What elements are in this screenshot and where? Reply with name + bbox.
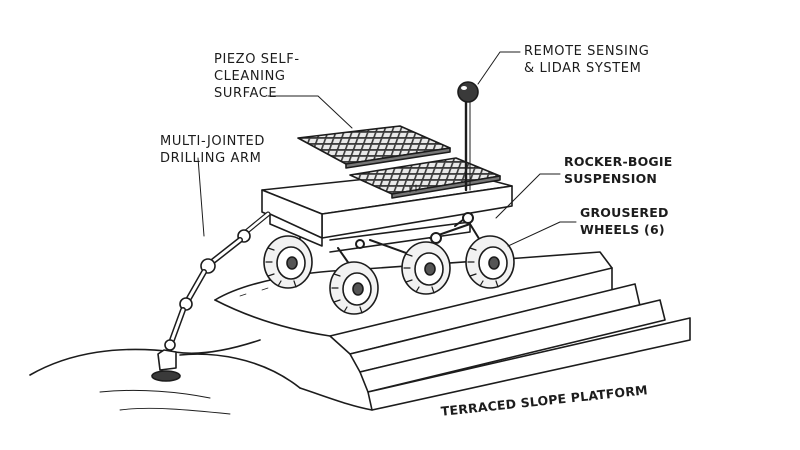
wheel-2 <box>329 261 379 315</box>
label-grousered-wheels: GROUSERED WHEELS (6) <box>580 205 669 237</box>
label-rocker-bogie: ROCKER-BOGIE SUSPENSION <box>564 154 673 186</box>
leader-lines <box>197 51 577 247</box>
grousered-wheels <box>263 235 515 315</box>
terraced-slope-platform <box>179 251 691 411</box>
piezo-self-cleaning-panels <box>297 125 501 199</box>
wheel-1 <box>263 235 313 289</box>
label-drilling-arm: MULTI-JOINTED DRILLING ARM <box>160 134 265 166</box>
wheel-4 <box>465 235 515 289</box>
multi-jointed-drilling-arm <box>151 211 271 382</box>
lidar-mast <box>457 81 479 192</box>
label-remote-sensing: REMOTE SENSING & LIDAR SYSTEM <box>524 44 650 76</box>
label-piezo-surface: PIEZO SELF- CLEANING SURFACE <box>214 52 300 101</box>
terrain <box>29 339 261 415</box>
wheel-3 <box>401 241 451 295</box>
